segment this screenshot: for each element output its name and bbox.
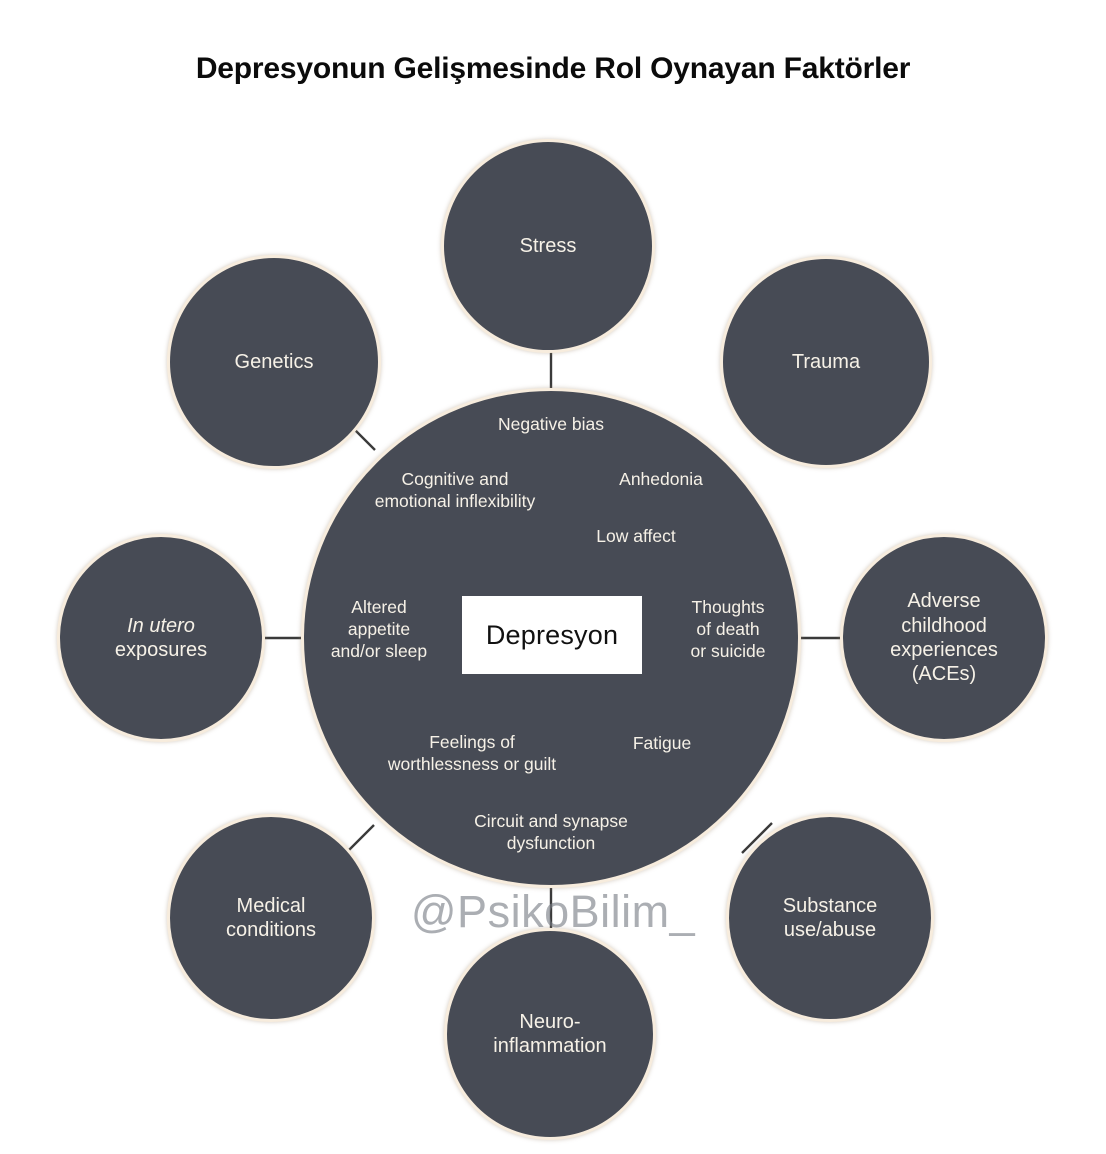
- factor-circle-trauma[interactable]: Trauma: [720, 256, 932, 468]
- factor-circle-in-utero-exposures[interactable]: In utero exposures: [57, 534, 265, 742]
- symptom-low-affect: Low affect: [596, 526, 676, 546]
- symptom-thoughts-of-death: Thoughts of death or suicide: [657, 597, 799, 663]
- factor-circle-neuroinflammation[interactable]: Neuro- inflammation: [444, 928, 656, 1140]
- symptom-cognitive-inflexibility: Cognitive and emotional inflexibility: [330, 469, 580, 513]
- symptom-line: emotional inflexibility: [374, 490, 536, 511]
- factor-circle-stress[interactable]: Stress: [441, 139, 655, 353]
- factor-line: experiences: [890, 639, 998, 661]
- factor-label-medical: Medical conditions: [216, 894, 326, 943]
- connector-substance: [741, 822, 773, 854]
- symptom-line: dysfunction: [506, 832, 596, 853]
- center-label-box: Depresyon: [462, 596, 642, 674]
- factor-line: Medical: [236, 894, 306, 917]
- symptom-line: and/or sleep: [330, 640, 428, 661]
- symptom-circuit-dysfunction: Circuit and synapse dysfunction: [416, 811, 686, 855]
- factor-label-trauma: Trauma: [791, 350, 861, 373]
- symptom-fatigue: Fatigue: [632, 733, 692, 753]
- factor-circle-substance-use-abuse[interactable]: Substance use/abuse: [726, 814, 934, 1022]
- factor-line: conditions: [225, 919, 317, 941]
- factor-circle-adverse-childhood-experiences[interactable]: Adverse childhood experiences (ACEs): [840, 534, 1048, 742]
- symptom-line: worthlessness or guilt: [387, 753, 557, 774]
- symptom-line: Thoughts: [691, 597, 765, 617]
- symptom-line: or suicide: [690, 640, 766, 661]
- symptom-line: Cognitive and: [401, 469, 509, 489]
- symptom-line: appetite: [347, 618, 411, 639]
- factor-circle-medical-conditions[interactable]: Medical conditions: [167, 814, 375, 1022]
- symptom-line: Altered: [351, 597, 407, 617]
- factor-line: Neuro-: [519, 1010, 581, 1033]
- factor-label-aces: Adverse childhood experiences (ACEs): [880, 589, 1008, 687]
- factor-label-in-utero: In utero exposures: [105, 614, 217, 663]
- symptom-line: of death: [696, 618, 760, 639]
- symptom-negative-bias: Negative bias: [497, 414, 605, 434]
- center-label-text: Depresyon: [485, 619, 619, 650]
- factor-label-stress: Stress: [519, 234, 577, 257]
- symptom-altered-appetite: Altered appetite and/or sleep: [305, 597, 453, 663]
- factor-line: exposures: [114, 639, 208, 661]
- symptom-line: Feelings of: [429, 732, 515, 752]
- symptom-worthlessness-guilt: Feelings of worthlessness or guilt: [348, 732, 596, 776]
- factor-label-neuroinflammation: Neuro- inflammation: [483, 1010, 616, 1059]
- factor-label-substance: Substance use/abuse: [773, 894, 888, 943]
- factor-line: Substance: [782, 894, 878, 917]
- factor-label-genetics: Genetics: [234, 350, 314, 373]
- factor-line: childhood: [901, 614, 987, 637]
- page-title: Depresyonun Gelişmesinde Rol Oynayan Fak…: [195, 52, 911, 85]
- symptom-anhedonia: Anhedonia: [619, 469, 703, 489]
- factor-line: (ACEs): [911, 663, 977, 686]
- symptom-line: Circuit and synapse: [474, 811, 628, 831]
- factor-line: Adverse: [907, 590, 981, 613]
- factor-line: inflammation: [493, 1035, 607, 1057]
- factor-line: In utero: [127, 614, 195, 637]
- factor-line: use/abuse: [783, 919, 877, 941]
- factor-circle-genetics[interactable]: Genetics: [167, 255, 381, 469]
